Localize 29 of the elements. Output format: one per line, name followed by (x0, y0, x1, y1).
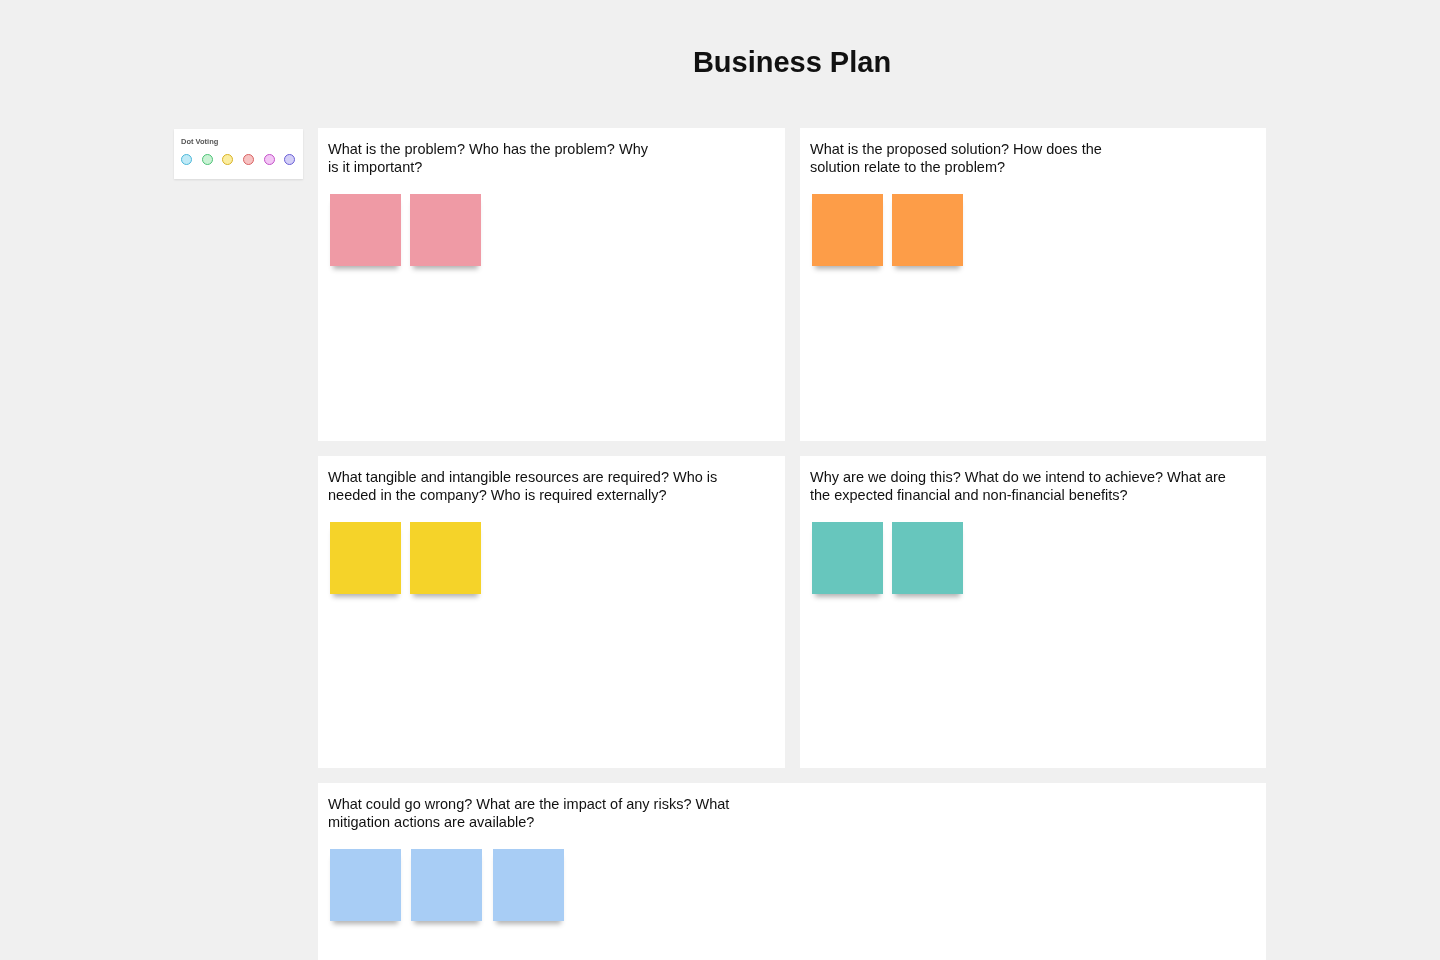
sticky-note (330, 194, 401, 266)
sticky-note (330, 522, 401, 594)
question-text: What tangible and intangible resources are required? Who is needed in the company? Who is required externally? (328, 468, 719, 504)
question-text: What could go wrong? What are the impact of any risks? What mitigation actions are available? (328, 795, 731, 831)
voting-dot (264, 154, 275, 165)
question-frame (318, 783, 1266, 960)
sticky-note (493, 849, 564, 921)
question-frame (800, 128, 1266, 441)
voting-panel (174, 129, 303, 179)
question-text: What is the problem? Who has the problem? Why is it important? (328, 140, 649, 176)
sticky-note (892, 194, 963, 266)
voting-dot (222, 154, 233, 165)
sticky-note (812, 522, 883, 594)
page-title: Business Plan (691, 46, 893, 79)
sticky-note (410, 522, 481, 594)
voting-dot (243, 154, 254, 165)
voting-dot (284, 154, 295, 165)
question-text: What is the proposed solution? How does the solution relate to the problem? (810, 140, 1103, 176)
sticky-note (330, 849, 401, 921)
question-frame (318, 456, 785, 768)
question-frame (318, 128, 785, 441)
voting-dot (181, 154, 192, 165)
sticky-note (411, 849, 482, 921)
voting-dot (202, 154, 213, 165)
sticky-note (892, 522, 963, 594)
question-frame (800, 456, 1266, 768)
sticky-note (410, 194, 481, 266)
question-text: Why are we doing this? What do we intend to achieve? What are the expected financial and non-financial benefits? (810, 468, 1227, 504)
sticky-note (812, 194, 883, 266)
